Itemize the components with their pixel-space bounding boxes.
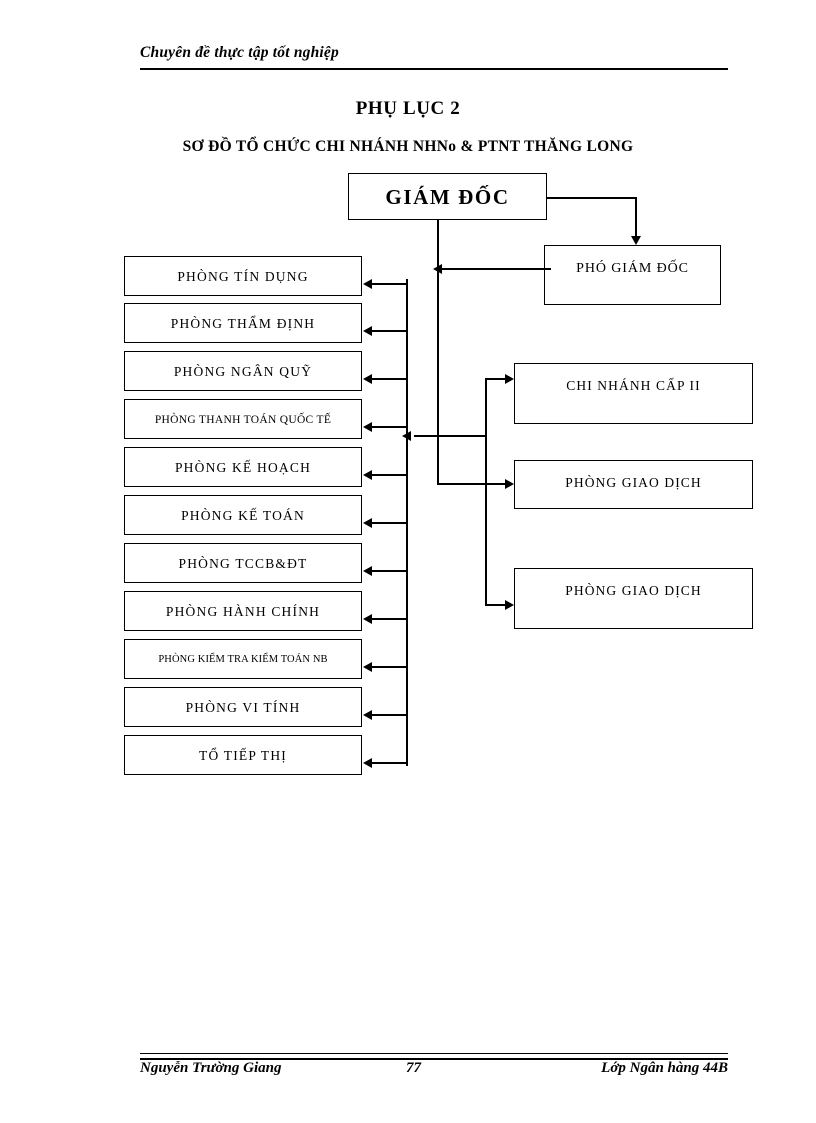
node-department-ke-toan: PHÒNG KẾ TOÁN	[124, 495, 362, 535]
node-department-label: PHÒNG KẾ TOÁN	[181, 508, 305, 523]
edge-trunk-to-dept-8	[371, 666, 407, 668]
footer-author: Nguyễn Trường Giang	[140, 1060, 282, 1076]
edge-arrowhead-dept-6	[363, 566, 372, 576]
node-department-label: TỔ TIẾP THỊ	[199, 748, 287, 763]
edge-trunk-to-branch-0	[485, 378, 507, 380]
node-director: GIÁM ĐỐC	[348, 173, 547, 220]
node-department-hanh-chinh: PHÒNG HÀNH CHÍNH	[124, 591, 362, 631]
node-department-label: PHÒNG THẨM ĐỊNH	[170, 316, 316, 331]
edge-arrowhead-dept-1	[363, 326, 372, 336]
node-department-label: PHÒNG TÍN DỤNG	[177, 269, 309, 284]
node-branch-label: PHÒNG GIAO DỊCH	[565, 583, 702, 598]
node-branch-label: PHÒNG GIAO DỊCH	[565, 475, 702, 490]
edge-director-to-deputy-h	[547, 197, 637, 199]
header-rule	[140, 68, 728, 70]
edge-trunk-to-dept-5	[371, 522, 407, 524]
edge-trunk-to-dept-6	[371, 570, 407, 572]
edge-arrowhead-branch-2	[505, 600, 514, 610]
edge-trunk-to-dept-0	[371, 283, 407, 285]
page-subtitle: SƠ ĐỒ TỔ CHỨC CHI NHÁNH NHNo & PTNT THĂN…	[182, 138, 634, 155]
edge-deputy-to-stem-arrowhead	[433, 264, 442, 274]
node-branch-phong-giao-dich-2: PHÒNG GIAO DỊCH	[514, 568, 753, 629]
node-director-label: GIÁM ĐỐC	[385, 185, 510, 209]
footer-page-number: 77	[406, 1060, 421, 1076]
node-department-tin-dung: PHÒNG TÍN DỤNG	[124, 256, 362, 296]
node-department-thanh-toan-quoc-te: PHÒNG THANH TOÁN QUỐC TẾ	[124, 399, 362, 439]
node-department-ngan-quy: PHÒNG NGÂN QUỸ	[124, 351, 362, 391]
edge-arrowhead-dept-0	[363, 279, 372, 289]
node-department-label: PHÒNG NGÂN QUỸ	[173, 364, 313, 379]
edge-deputy-to-stem-h	[441, 268, 551, 270]
node-branch-phong-giao-dich-1: PHÒNG GIAO DỊCH	[514, 460, 753, 509]
node-deputy-director: PHÓ GIÁM ĐỐC	[544, 245, 721, 305]
edge-arrowhead-branch-0	[505, 374, 514, 384]
node-department-label: PHÒNG TCCB&ĐT	[178, 556, 308, 571]
node-department-label: PHÒNG KẾ HOẠCH	[174, 460, 312, 475]
footer-rule-top	[140, 1053, 728, 1055]
edge-trunk-to-dept-10	[371, 762, 407, 764]
running-head: Chuyên đề thực tập tốt nghiệp	[140, 44, 339, 61]
edge-trunk-to-dept-7	[371, 618, 407, 620]
edge-arrowhead-dept-4	[363, 470, 372, 480]
edge-arrowhead-dept-7	[363, 614, 372, 624]
edge-trunk-to-dept-9	[371, 714, 407, 716]
footer-rule-bottom	[140, 1058, 728, 1060]
edge-trunk-to-dept-3	[371, 426, 407, 428]
page-title: PHỤ LỤC 2	[355, 98, 461, 119]
node-branch-label: CHI NHÁNH CẤP II	[566, 378, 701, 393]
edge-trunk-to-dept-1	[371, 330, 407, 332]
branches-trunk	[485, 378, 487, 606]
edge-branchbus-to-departments-h	[414, 435, 486, 437]
edge-director-to-deputy-v	[635, 197, 637, 236]
node-department-vi-tinh: PHÒNG VI TÍNH	[124, 687, 362, 727]
node-department-kiem-tra-kiem-toan-nb: PHÒNG KIỂM TRA KIỂM TOÁN NB	[124, 639, 362, 679]
edge-arrowhead-dept-9	[363, 710, 372, 720]
node-deputy-director-label: PHÓ GIÁM ĐỐC	[576, 261, 689, 276]
edge-arrowhead-dept-10	[363, 758, 372, 768]
edge-arrowhead-dept-8	[363, 662, 372, 672]
node-department-label: PHÒNG KIỂM TRA KIỂM TOÁN NB	[158, 654, 328, 665]
edge-trunk-to-branch-2	[485, 604, 507, 606]
edge-trunk-to-dept-4	[371, 474, 407, 476]
edge-stem-to-branch-arrowhead	[505, 479, 514, 489]
edge-director-to-deputy-arrowhead	[631, 236, 641, 245]
node-department-tccb-dt: PHÒNG TCCB&ĐT	[124, 543, 362, 583]
node-department-to-tiep-thi: TỔ TIẾP THỊ	[124, 735, 362, 775]
footer-class: Lớp Ngân hàng 44B	[601, 1060, 728, 1076]
director-stem-vertical	[437, 220, 439, 485]
node-department-label: PHÒNG THANH TOÁN QUỐC TẾ	[154, 414, 332, 426]
node-department-ke-hoach: PHÒNG KẾ HOẠCH	[124, 447, 362, 487]
edge-trunk-to-dept-2	[371, 378, 407, 380]
node-department-tham-dinh: PHÒNG THẨM ĐỊNH	[124, 303, 362, 343]
edge-branchbus-to-departments-arrowhead	[402, 431, 411, 441]
node-department-label: PHÒNG HÀNH CHÍNH	[165, 604, 321, 619]
edge-arrowhead-dept-5	[363, 518, 372, 528]
node-branch-chi-nhanh-cap-ii: CHI NHÁNH CẤP II	[514, 363, 753, 424]
node-department-label: PHÒNG VI TÍNH	[185, 700, 301, 715]
edge-arrowhead-dept-3	[363, 422, 372, 432]
edge-arrowhead-dept-2	[363, 374, 372, 384]
edge-stem-to-branch-h	[437, 483, 511, 485]
